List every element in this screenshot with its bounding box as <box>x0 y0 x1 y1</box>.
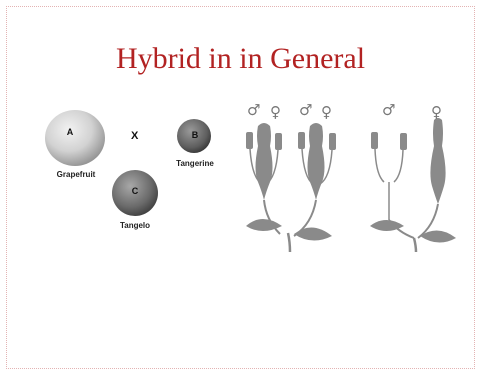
female-symbol-icon: ♀ <box>431 103 442 121</box>
male-symbol-icon: ♂ <box>247 101 261 119</box>
leaf-icon <box>246 219 282 231</box>
fruit-label-tangerine: Tangerine <box>176 159 214 168</box>
male-symbol-icon: ♂ <box>299 101 313 119</box>
fruit-label-tangelo: Tangelo <box>119 221 151 230</box>
slide-title: Hybrid in in General <box>115 42 366 75</box>
fruit-letter-b: B <box>191 130 199 140</box>
cross-symbol: X <box>131 130 139 142</box>
flower-plant-icon <box>370 118 456 253</box>
tangelo-icon <box>112 170 158 216</box>
grapefruit-icon <box>45 110 105 166</box>
flower-plant-icon <box>246 123 336 253</box>
female-symbol-icon: ♀ <box>321 103 332 121</box>
fruit-letter-c: C <box>131 186 139 196</box>
fruit-label-grapefruit: Grapefruit <box>56 170 96 179</box>
slide-border-right <box>474 6 475 369</box>
fruit-letter-a: A <box>66 127 74 137</box>
female-symbol-icon: ♀ <box>270 103 281 121</box>
slide-border-bottom <box>6 368 475 369</box>
tangerine-icon <box>177 119 211 153</box>
slide-border-top <box>6 6 475 7</box>
male-symbol-icon: ♂ <box>382 101 396 119</box>
slide-border-left <box>6 6 7 369</box>
